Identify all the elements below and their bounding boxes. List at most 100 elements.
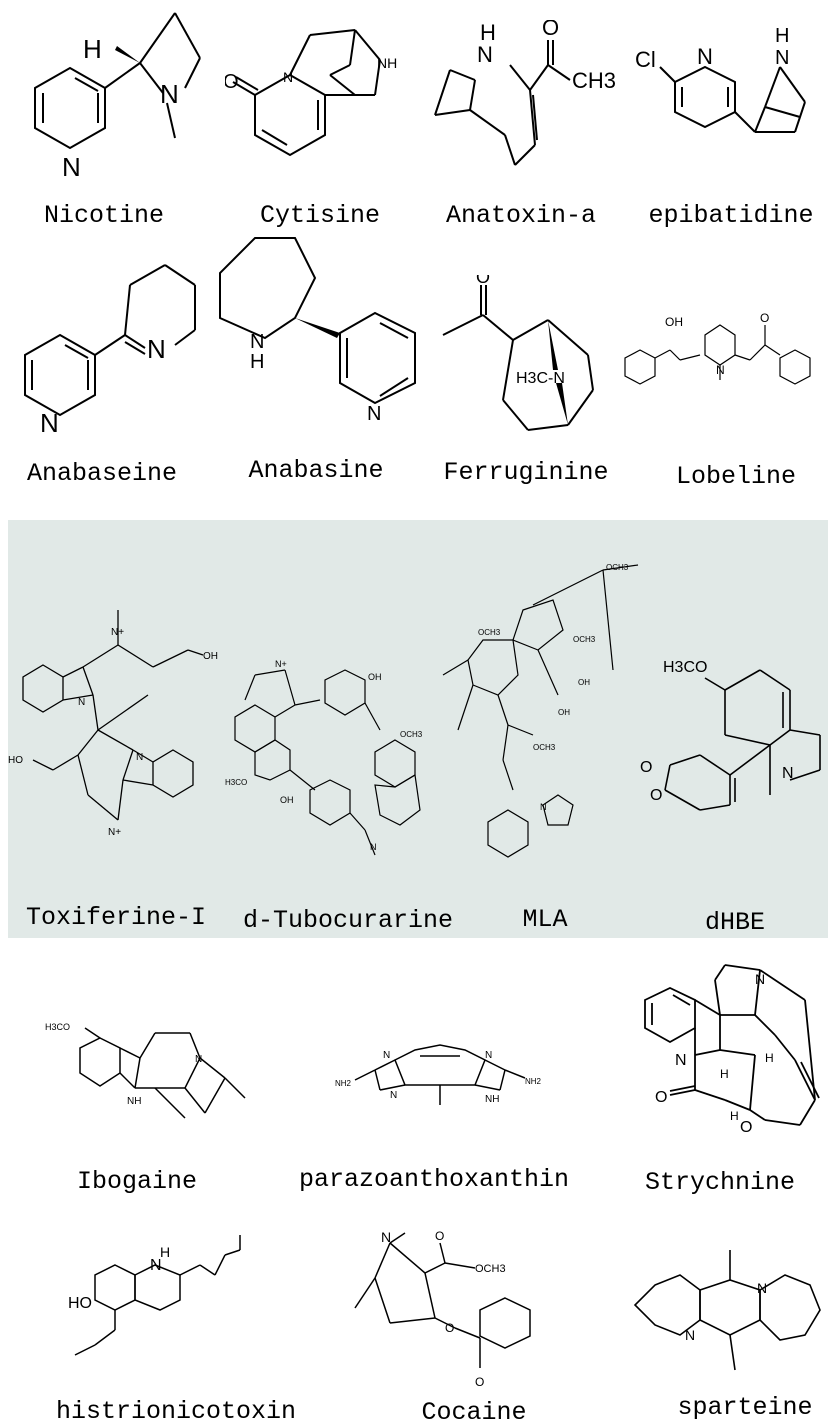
atom-N: N (685, 1327, 695, 1343)
caption-strychnine: Strychnine (644, 1168, 796, 1197)
atom-O: O (542, 20, 559, 40)
atom-O: O (760, 311, 769, 325)
anabasine-structure: N H N (215, 228, 425, 428)
atom-OCH3: OCH3 (573, 635, 596, 644)
atom-NH: NH (127, 1096, 141, 1107)
caption-histrionicotoxin: histrionicotoxin (55, 1397, 297, 1426)
atom-N: N (40, 408, 59, 438)
atom-N-plus: N+ (275, 659, 287, 669)
caption-d-tubocurarine: d-Tubocurarine (242, 906, 454, 935)
atom-OCH3: OCH3 (606, 563, 629, 572)
atom-N: N (250, 331, 264, 353)
atom-O: O (640, 759, 652, 776)
caption-anatoxin-a: Anatoxin-a (445, 201, 597, 230)
ibogaine-structure: H3CO NH N (45, 1018, 255, 1133)
atom-H3CO: H3CO (225, 778, 247, 787)
atom-OCH3: OCH3 (400, 730, 423, 739)
mla-structure: OCH3 OCH3 OCH3 OH OH OCH3 N (428, 560, 643, 875)
caption-dhbe: dHBE (704, 908, 766, 937)
atom-H: H (765, 1051, 774, 1065)
caption-ibogaine: Ibogaine (76, 1167, 198, 1196)
caption-ferruginine: Ferruginine (443, 458, 609, 487)
atom-H3C-N: H3C-N (516, 370, 565, 387)
atom-H3CO: H3CO (45, 1022, 70, 1032)
cocaine-structure: N O OCH3 O O (345, 1228, 560, 1393)
atom-O: O (740, 1119, 752, 1136)
epibatidine-structure: Cl N H N (635, 22, 825, 172)
caption-sparteine: sparteine (677, 1393, 813, 1422)
atom-N: N (782, 765, 794, 782)
caption-lobeline: Lobeline (675, 462, 797, 491)
ferruginine-structure: O H3C-N (438, 275, 613, 445)
atom-N: N (370, 842, 377, 852)
anabaseine-structure: N N (10, 240, 200, 440)
atom-O: O (476, 275, 490, 287)
d-tubocurarine-structure: N+ OH OCH3 H3CO OH N (225, 645, 440, 875)
sparteine-structure: N N (625, 1245, 825, 1385)
caption-anabaseine: Anabaseine (26, 459, 178, 488)
atom-N: N (381, 1229, 391, 1245)
atom-O: O (445, 1321, 454, 1335)
atom-N: N (485, 1050, 492, 1061)
atom-OCH3: OCH3 (475, 1263, 506, 1275)
atom-NH2: NH2 (525, 1077, 542, 1086)
parazoanthoxanthin-structure: NH2 N N N NH NH2 (335, 1030, 545, 1130)
atom-N: N (62, 152, 81, 182)
atom-N: N (367, 403, 381, 425)
dhbe-structure: H3CO O O N (640, 650, 828, 830)
strychnine-structure: N O O N H H H (615, 960, 825, 1160)
atom-OH: OH (280, 795, 294, 805)
atom-HO: HO (8, 755, 23, 766)
atom-H: H (775, 25, 789, 47)
atom-N: N (675, 1052, 687, 1069)
atom-O: O (225, 71, 239, 93)
atom-N: N (150, 1257, 162, 1274)
atom-CH3: CH3 (572, 68, 616, 93)
caption-epibatidine: epibatidine (648, 201, 814, 230)
atom-N: N (195, 1054, 202, 1065)
atom-H: H (720, 1067, 729, 1081)
atom-N: N (540, 802, 547, 812)
atom-NH: NH (377, 55, 397, 71)
atom-OH: OH (558, 708, 570, 717)
atom-N: N (477, 42, 493, 67)
atom-HO: HO (68, 1295, 92, 1312)
caption-cocaine: Cocaine (421, 1398, 527, 1427)
caption-cytisine: Cytisine (259, 201, 381, 230)
atom-N-plus: N+ (111, 627, 124, 638)
atom-Cl: Cl (635, 47, 656, 72)
atom-N: N (147, 334, 166, 364)
atom-OH: OH (368, 672, 382, 682)
atom-O: O (435, 1229, 444, 1243)
atom-H3CO: H3CO (663, 659, 707, 676)
atom-NH2: NH2 (335, 1079, 352, 1088)
atom-O: O (475, 1375, 484, 1389)
atom-OH: OH (578, 678, 590, 687)
atom-H: H (480, 20, 496, 45)
atom-N: N (383, 1050, 390, 1061)
atom-N: N (78, 697, 85, 708)
atom-H: H (250, 351, 264, 373)
atom-N: N (283, 69, 293, 85)
atom-OCH3: OCH3 (533, 743, 556, 752)
atom-N: N (136, 752, 143, 763)
nicotine-structure: H N N (15, 8, 205, 188)
atom-OH: OH (203, 651, 218, 662)
atom-H: H (83, 34, 102, 64)
caption-toxiferine-i: Toxiferine-I (25, 903, 207, 932)
toxiferine-i-structure: N+ OH N N HO N+ (8, 595, 223, 865)
atom-N: N (716, 363, 725, 377)
atom-NH: NH (485, 1094, 499, 1105)
caption-nicotine: Nicotine (43, 201, 165, 230)
atom-O: O (650, 787, 662, 804)
caption-mla: MLA (522, 905, 568, 934)
atom-N: N (757, 1280, 767, 1296)
highlight-panel (8, 520, 828, 938)
atom-N: N (775, 47, 789, 69)
atom-OCH3: OCH3 (478, 628, 501, 637)
atom-H: H (730, 1109, 739, 1123)
atom-H: H (160, 1244, 170, 1260)
atom-N: N (755, 971, 765, 987)
caption-anabasine: Anabasine (248, 456, 384, 485)
atom-O: O (655, 1089, 667, 1106)
